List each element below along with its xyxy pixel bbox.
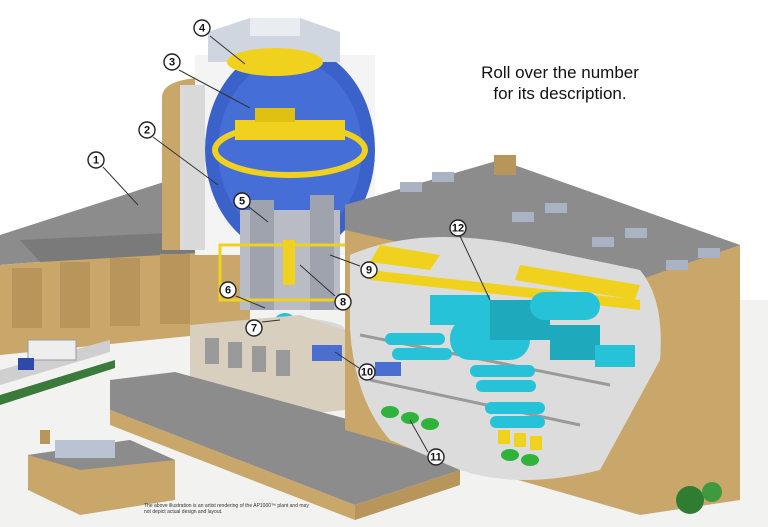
callout-number: 8 bbox=[340, 297, 346, 309]
instructions-line-2: for its description. bbox=[493, 84, 627, 103]
truck bbox=[27, 339, 77, 361]
leader-1 bbox=[102, 166, 139, 206]
callout-circle[interactable] bbox=[193, 19, 211, 37]
leader-12 bbox=[459, 235, 491, 301]
water-tank bbox=[208, 18, 340, 62]
callout-9[interactable]: 9 bbox=[360, 261, 378, 279]
leader-11 bbox=[409, 419, 429, 453]
moisture-separator bbox=[530, 292, 600, 320]
callout-7[interactable]: 7 bbox=[245, 319, 263, 337]
leader-5 bbox=[248, 206, 269, 223]
callout-6[interactable]: 6 bbox=[219, 281, 237, 299]
leader-9 bbox=[329, 254, 361, 267]
callout-4[interactable]: 4 bbox=[193, 19, 211, 37]
callout-12[interactable]: 12 bbox=[449, 219, 467, 237]
pressurizer bbox=[283, 240, 295, 285]
tree bbox=[676, 486, 704, 514]
callout-number: 1 bbox=[93, 155, 99, 167]
callout-3[interactable]: 3 bbox=[163, 53, 181, 71]
callout-number: 4 bbox=[199, 23, 206, 35]
callout-1[interactable]: 1 bbox=[87, 151, 105, 169]
callout-circle[interactable] bbox=[360, 261, 378, 279]
leader-3 bbox=[178, 69, 251, 109]
illustration-footnote: The above illustration is an artist rend… bbox=[144, 503, 309, 515]
callout-number: 11 bbox=[430, 452, 442, 464]
generator bbox=[550, 325, 600, 360]
steam-generator-left bbox=[250, 200, 274, 310]
callout-11[interactable]: 11 bbox=[427, 448, 445, 466]
leader-8 bbox=[299, 264, 336, 297]
callout-circle[interactable] bbox=[233, 192, 251, 210]
callout-circle[interactable] bbox=[163, 53, 181, 71]
leader-6 bbox=[235, 295, 266, 309]
callout-number: 9 bbox=[366, 265, 372, 277]
leader-2 bbox=[152, 136, 219, 186]
callout-leaders bbox=[102, 35, 491, 453]
callout-number: 12 bbox=[452, 223, 464, 235]
callout-8[interactable]: 8 bbox=[334, 293, 352, 311]
callout-circle[interactable] bbox=[138, 121, 156, 139]
callout-circle[interactable] bbox=[427, 448, 445, 466]
leader-4 bbox=[209, 35, 246, 65]
transformer bbox=[312, 345, 342, 361]
callout-circle[interactable] bbox=[219, 281, 237, 299]
callout-2[interactable]: 2 bbox=[138, 121, 156, 139]
leader-10 bbox=[334, 351, 360, 369]
callout-5[interactable]: 5 bbox=[233, 192, 251, 210]
road bbox=[0, 340, 110, 385]
callout-circle[interactable] bbox=[358, 363, 376, 381]
instructions-line-1: Roll over the number bbox=[481, 63, 639, 82]
steam-generator-right bbox=[310, 195, 334, 310]
callout-number: 5 bbox=[239, 196, 245, 208]
callout-number: 6 bbox=[225, 285, 231, 297]
callout-circle[interactable] bbox=[449, 219, 467, 237]
callout-number: 2 bbox=[144, 125, 150, 137]
callout-number: 10 bbox=[361, 367, 373, 379]
turbine-building-roof bbox=[345, 160, 740, 290]
callout-circle[interactable] bbox=[334, 293, 352, 311]
callout-circle[interactable] bbox=[245, 319, 263, 337]
lower-building-roof bbox=[110, 372, 460, 505]
callout-number: 3 bbox=[169, 57, 175, 69]
callout-10[interactable]: 10 bbox=[358, 363, 376, 381]
callout-number: 7 bbox=[251, 323, 257, 335]
leader-7 bbox=[261, 319, 281, 323]
callout-circle[interactable] bbox=[87, 151, 105, 169]
instructions: Roll over the number for its description… bbox=[440, 62, 680, 104]
